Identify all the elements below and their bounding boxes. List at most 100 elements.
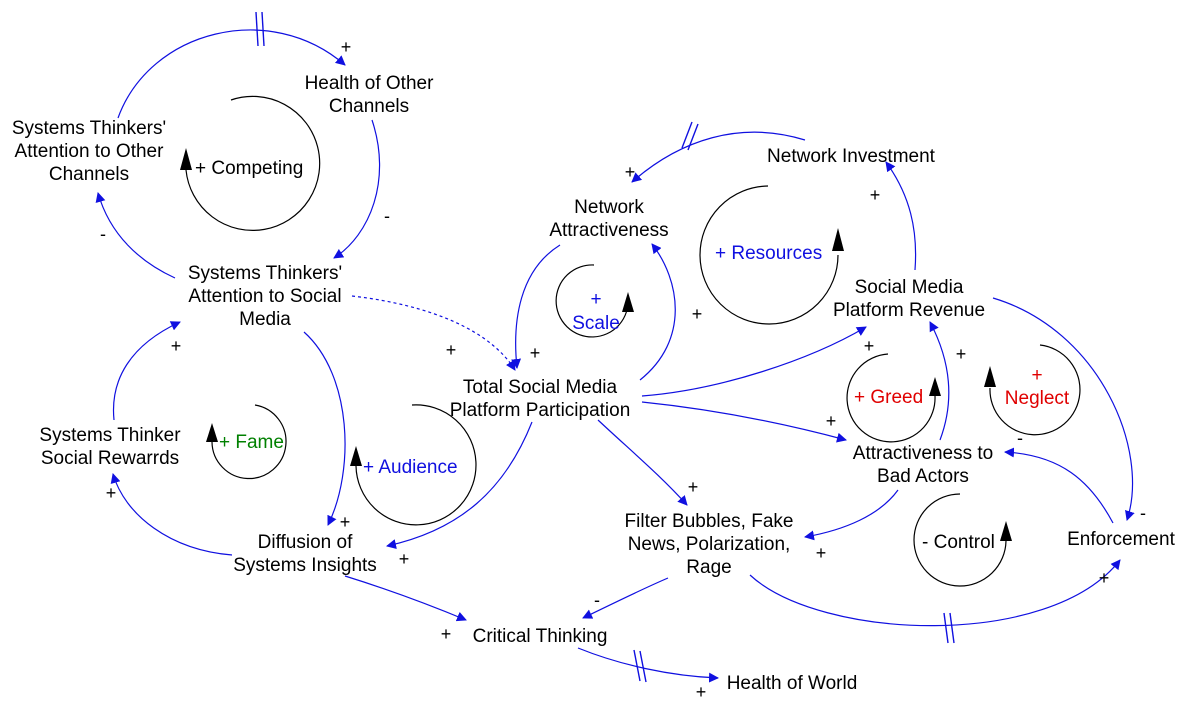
polarity-sign: - <box>100 224 106 244</box>
delay-mark <box>255 11 259 47</box>
var-filter-bubbles: Filter Bubbles, Fake News, Polarization,… <box>625 511 794 578</box>
var-text: Platform Participation <box>450 400 631 421</box>
link-critical-to-world <box>577 647 719 683</box>
link-bad-actors-to-revenue <box>929 321 950 441</box>
var-text: Attractiveness <box>549 220 668 241</box>
polarity-sign: + <box>870 185 881 205</box>
var-text: Systems Insights <box>233 555 377 576</box>
loop-ring-scale <box>555 264 629 338</box>
delay-mark <box>949 612 955 644</box>
loop-labels: + Competing + Fame + Audience + Scale + … <box>195 158 1070 553</box>
polarity-sign: + <box>399 549 410 569</box>
var-text: Network Investment <box>767 146 936 167</box>
var-attention-other-channels: Systems Thinkers' Attention to Other Cha… <box>12 118 166 185</box>
var-text: Health of Other <box>305 73 435 94</box>
loop-label-scale: Scale <box>572 313 620 334</box>
loop-label-greed: + Greed <box>854 387 923 408</box>
polarity-sign: - <box>1017 428 1023 448</box>
loop-arrowhead <box>350 446 362 466</box>
loop-arrowhead <box>180 148 192 170</box>
var-text: Rage <box>686 557 731 578</box>
loop-ring-greed <box>846 353 936 443</box>
loop-label-control: - Control <box>922 532 995 553</box>
var-text: Platform Revenue <box>833 300 985 321</box>
var-text: Social Rewarrds <box>41 448 179 469</box>
polarity-sign: + <box>441 624 452 644</box>
var-attention-social-media: Systems Thinkers' Attention to Social Me… <box>188 263 342 330</box>
loop-label-audience: + Audience <box>363 457 458 478</box>
var-text: Attention to Social <box>188 286 341 307</box>
var-network-attractiveness: Network Attractiveness <box>549 197 668 241</box>
var-social-rewards: Systems Thinker Social Rewarrds <box>39 425 181 469</box>
var-text: Diffusion of <box>258 532 353 553</box>
loop-label-neglect: Neglect <box>1005 388 1070 409</box>
link-rewards-to-attn-social <box>112 321 181 421</box>
polarity-sign: + <box>340 512 351 532</box>
loop-label-neglect-sign: + <box>1031 365 1042 386</box>
delay-mark <box>261 11 265 47</box>
loop-ring-audience <box>355 404 477 526</box>
loop-label-fame: + Fame <box>219 432 284 453</box>
polarity-sign: + <box>688 477 699 497</box>
var-text: Total Social Media <box>463 377 618 398</box>
var-text: Health of World <box>727 673 858 694</box>
var-text: Bad Actors <box>877 466 969 487</box>
var-text: Systems Thinker <box>39 425 181 446</box>
loop-label-scale-sign: + <box>590 289 601 310</box>
polarity-sign: + <box>446 340 457 360</box>
loop-arrowhead <box>622 292 634 312</box>
link-attn-social-to-participation <box>351 295 516 371</box>
link-diffusion-to-rewards <box>110 473 233 556</box>
link-participation-to-diffusion <box>386 421 533 549</box>
polarity-sign: + <box>530 343 541 363</box>
causal-links <box>95 29 1135 683</box>
var-health-of-world: Health of World <box>727 673 858 694</box>
polarity-sign: + <box>956 344 967 364</box>
polarity-sign: + <box>106 483 117 503</box>
var-text: Network <box>574 197 644 218</box>
var-text: Filter Bubbles, Fake <box>625 511 794 532</box>
loop-ring-fame <box>211 404 287 480</box>
polarity-sign: + <box>692 304 703 324</box>
polarity-sign: - <box>594 590 600 610</box>
delay-mark <box>633 649 641 682</box>
loop-ring-resources <box>699 185 839 325</box>
loop-ring-competing <box>185 95 321 231</box>
loop-label-resources: + Resources <box>715 243 822 264</box>
link-participation-to-bad-actors <box>641 401 847 443</box>
polarity-sign: + <box>1099 568 1110 588</box>
loop-label-competing: + Competing <box>195 158 303 179</box>
link-participation-to-filter <box>597 419 688 506</box>
var-platform-revenue: Social Media Platform Revenue <box>833 277 985 321</box>
var-network-investment: Network Investment <box>767 146 936 167</box>
polarity-signs: + - - + + + + + + + + + + + + + + + + - … <box>100 37 1146 702</box>
link-health-other-to-attn-social <box>333 119 381 259</box>
var-diffusion: Diffusion of Systems Insights <box>233 532 377 576</box>
loop-arrowhead <box>984 366 996 387</box>
delay-mark <box>943 612 949 644</box>
polarity-sign: + <box>625 162 636 182</box>
polarity-sign: + <box>816 543 827 563</box>
var-text: Social Media <box>855 277 964 298</box>
delay-mark <box>681 121 693 149</box>
var-enforcement: Enforcement <box>1067 529 1175 550</box>
var-health-other-channels: Health of Other Channels <box>305 73 435 117</box>
var-total-participation: Total Social Media Platform Participatio… <box>450 377 631 421</box>
link-participation-to-revenue <box>641 326 867 397</box>
link-network-inv-to-network-attr <box>631 131 806 183</box>
var-text: Media <box>239 309 291 330</box>
loop-arrowhead <box>832 228 844 251</box>
var-text: Channels <box>49 164 129 185</box>
link-revenue-to-network-inv <box>885 161 917 271</box>
var-text: Systems Thinkers' <box>188 263 342 284</box>
var-text: Channels <box>329 96 409 117</box>
polarity-sign: + <box>826 411 837 431</box>
polarity-sign: - <box>384 206 390 226</box>
link-attn-other-to-health-other <box>117 29 346 119</box>
link-attn-social-to-diffusion <box>303 331 346 526</box>
link-diffusion-to-critical <box>344 575 467 622</box>
var-text: Systems Thinkers' <box>12 118 166 139</box>
var-critical-thinking: Critical Thinking <box>473 626 608 647</box>
var-text: Attractiveness to <box>853 443 993 464</box>
